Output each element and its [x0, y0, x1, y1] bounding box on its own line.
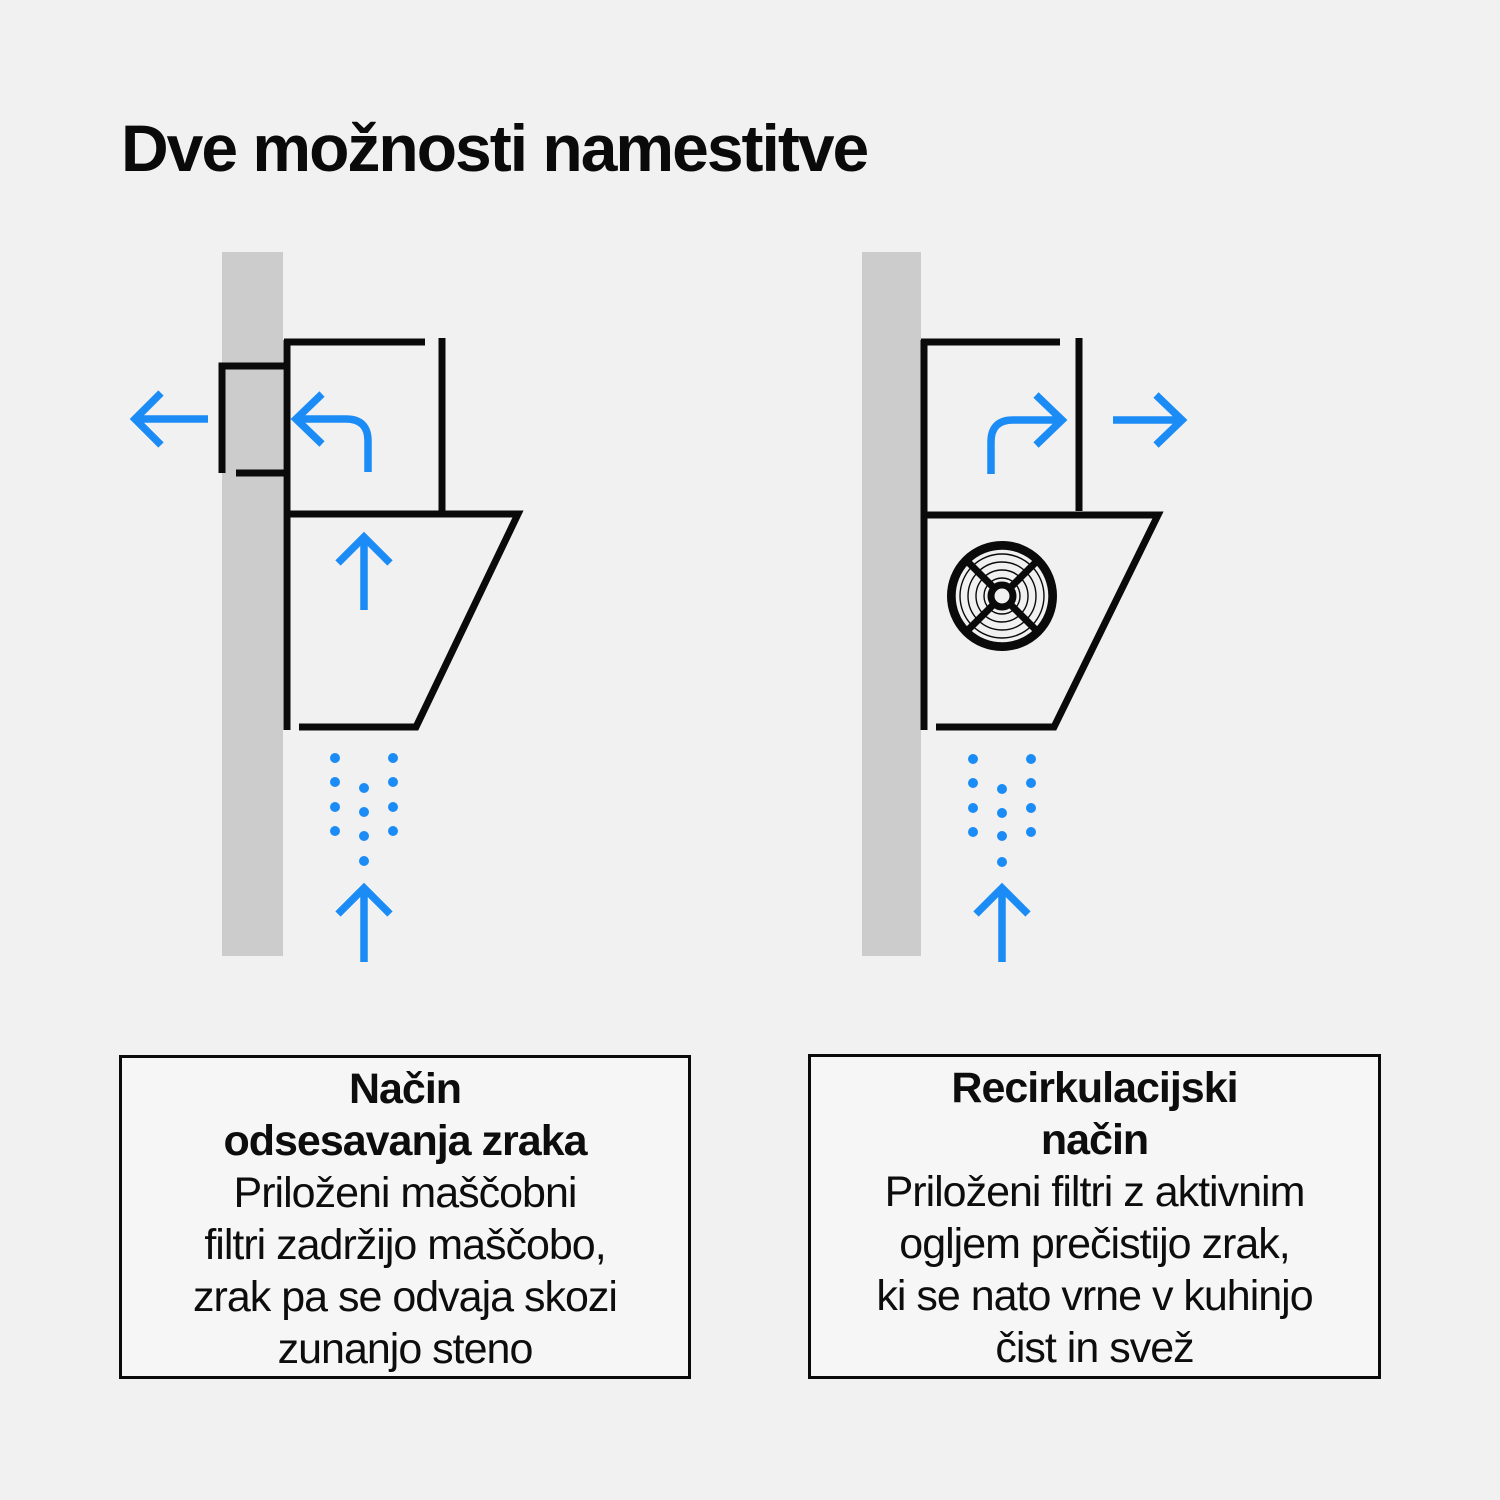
steam-dots — [968, 754, 1036, 867]
fan-icon — [947, 541, 1057, 651]
card-body-line: zunanjo steno — [277, 1325, 534, 1373]
wall — [222, 252, 283, 956]
steam-dot — [1026, 778, 1036, 788]
airflow-bend-arrow — [987, 392, 1068, 474]
card-title-line: odsesavanja zraka — [223, 1117, 587, 1165]
fan-grille-ring — [983, 577, 1021, 615]
steam-dot — [330, 802, 340, 812]
airflow-out-arrow — [1113, 392, 1188, 448]
card-body-line: Priloženi filtri z aktivnim — [884, 1168, 1306, 1216]
steam-dot — [1026, 827, 1036, 837]
hood-chimney — [920, 338, 1083, 730]
steam-dot — [1026, 754, 1036, 764]
steam-dot — [997, 784, 1007, 794]
extraction-diagram — [129, 252, 524, 962]
card-body-line: Priloženi maščobni — [233, 1169, 578, 1217]
steam-dot — [330, 753, 340, 763]
steam-dot — [359, 856, 369, 866]
airflow-out-arrow — [129, 390, 208, 448]
steam-dot — [330, 826, 340, 836]
wall — [862, 252, 921, 956]
fan-hub — [987, 581, 1017, 611]
steam-dot — [388, 826, 398, 836]
card-body-line: ki se nato vrne v kuhinjo — [876, 1272, 1313, 1320]
fan-outer-ring — [947, 541, 1057, 651]
steam-dot — [968, 803, 978, 813]
steam-dot — [997, 857, 1007, 867]
card-title-line: Recirkulacijski — [951, 1064, 1238, 1112]
steam-dot — [997, 808, 1007, 818]
card-title-line: način — [1040, 1116, 1149, 1164]
airflow-bend-arrow — [290, 391, 372, 472]
fan-grille-ring — [975, 569, 1029, 623]
steam-dots — [330, 753, 398, 866]
card-body-line: filtri zadržijo maščobo, — [204, 1221, 606, 1269]
card-body-line: čist in svež — [995, 1324, 1194, 1372]
steam-dot — [968, 827, 978, 837]
steam-dot — [359, 783, 369, 793]
exhaust-duct — [218, 362, 290, 477]
extraction-mode-card: Način odsesavanja zraka Priloženi maščob… — [119, 1055, 691, 1379]
steam-dot — [968, 754, 978, 764]
steam-dot — [388, 802, 398, 812]
steam-dot — [968, 778, 978, 788]
steam-dot — [359, 831, 369, 841]
intake-up-arrow — [335, 882, 393, 962]
fan-grille-ring — [959, 553, 1045, 639]
page-title: Dve možnosti namestitve — [121, 111, 869, 185]
card-body-line: zrak pa se odvaja skozi — [193, 1273, 618, 1321]
steam-dot — [1026, 803, 1036, 813]
airflow-up-arrow — [335, 531, 393, 610]
hood-chimney — [283, 338, 446, 730]
fan-grille-ring — [967, 561, 1037, 631]
card-title-line: Način — [348, 1065, 462, 1113]
card-body-line: ogljem prečistijo zrak, — [899, 1220, 1290, 1268]
hood-canopy — [921, 511, 1164, 731]
steam-dot — [330, 777, 340, 787]
steam-dot — [388, 777, 398, 787]
steam-dot — [359, 807, 369, 817]
hood-canopy — [284, 510, 524, 731]
fan-grille-ring — [954, 548, 1050, 644]
intake-up-arrow — [973, 882, 1031, 962]
steam-dot — [997, 831, 1007, 841]
recirculation-mode-card: Recirkulacijski način Priloženi filtri z… — [808, 1054, 1381, 1379]
steam-dot — [388, 753, 398, 763]
recirculation-diagram — [862, 252, 1188, 962]
